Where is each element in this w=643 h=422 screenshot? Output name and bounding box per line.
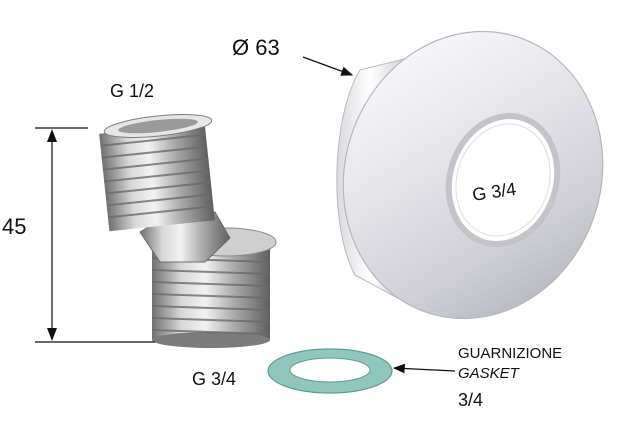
diameter-label: Ø 63 [232,35,280,60]
gasket-ring [267,348,393,394]
top-thread-label: G 1/2 [110,81,154,101]
gasket-size-label: 3/4 [458,390,483,410]
offset-fitting [99,114,277,348]
height-label: 45 [2,214,26,239]
gasket-label-en: GASKET [458,365,521,382]
gasket-arrow [392,363,456,374]
height-dimension [35,127,155,343]
gasket-label-it: GUARNIZIONE [458,345,562,362]
rosette-cover [336,30,604,320]
bottom-thread-label: G 3/4 [192,369,236,389]
diameter-arrow [302,56,354,76]
